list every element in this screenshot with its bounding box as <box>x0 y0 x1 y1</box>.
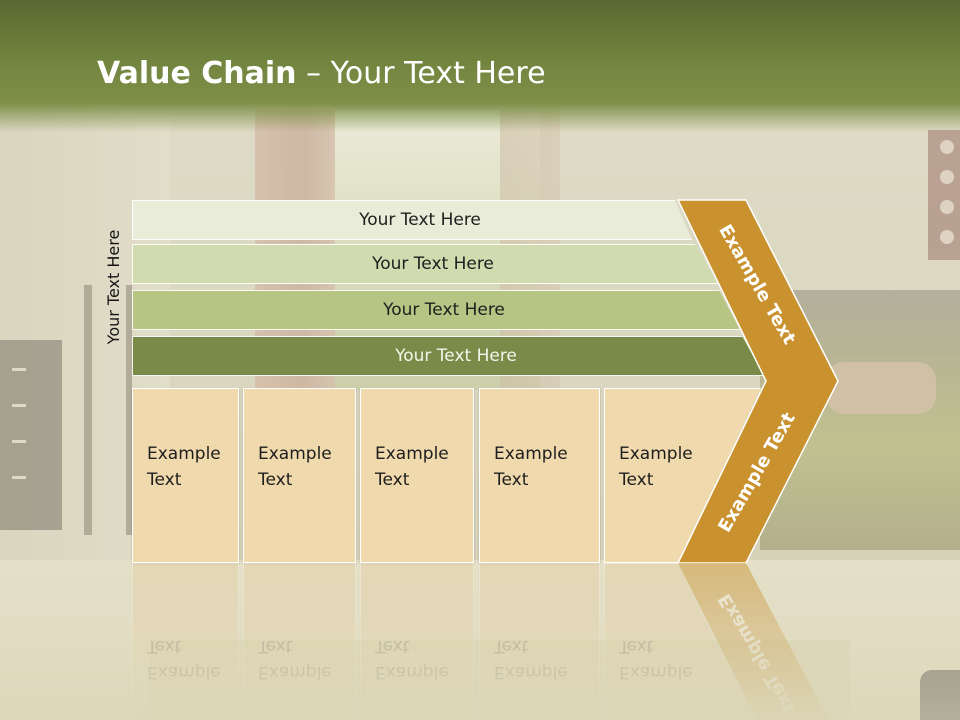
wall-frame <box>928 130 960 260</box>
primary-activity-4: Example Text <box>479 388 600 563</box>
primary-activity-2: Example Text <box>243 388 356 563</box>
title-bar <box>0 0 960 132</box>
reflection-content: Example Text Example Text Example Text E… <box>0 563 960 720</box>
primary-activity-5: Example Text <box>604 388 761 563</box>
title-rest: – Your Text Here <box>296 56 546 91</box>
support-band-2: Your Text Here <box>132 244 718 284</box>
chair <box>84 285 132 535</box>
band-label: Your Text Here <box>372 254 494 274</box>
band-label: Your Text Here <box>383 300 505 320</box>
support-band-1: Your Text Here <box>132 200 692 240</box>
band-label: Your Text Here <box>395 346 517 366</box>
activity-label: Example Text <box>494 444 568 490</box>
activity-label: Example Text <box>619 444 693 490</box>
title-bold: Value Chain <box>97 56 297 91</box>
vertical-label: Your Text Here <box>104 229 123 345</box>
primary-activity-1: Example Text <box>132 388 239 563</box>
diagram-reflection: Example Text Example Text Example Text E… <box>0 563 960 720</box>
pillow <box>826 362 936 414</box>
band-label: Your Text Here <box>359 210 481 230</box>
bed-foot <box>920 670 960 720</box>
support-band-4: Your Text Here <box>132 336 764 376</box>
primary-activity-3: Example Text <box>360 388 474 563</box>
reflection-fade <box>0 563 960 720</box>
dresser <box>0 340 62 530</box>
slide-title: Value Chain – Your Text Here <box>97 54 546 94</box>
activity-label: Example Text <box>258 444 332 490</box>
reflection-chevron <box>678 563 838 720</box>
activity-label: Example Text <box>375 444 449 490</box>
activity-label: Example Text <box>147 444 221 490</box>
support-band-3: Your Text Here <box>132 290 740 330</box>
